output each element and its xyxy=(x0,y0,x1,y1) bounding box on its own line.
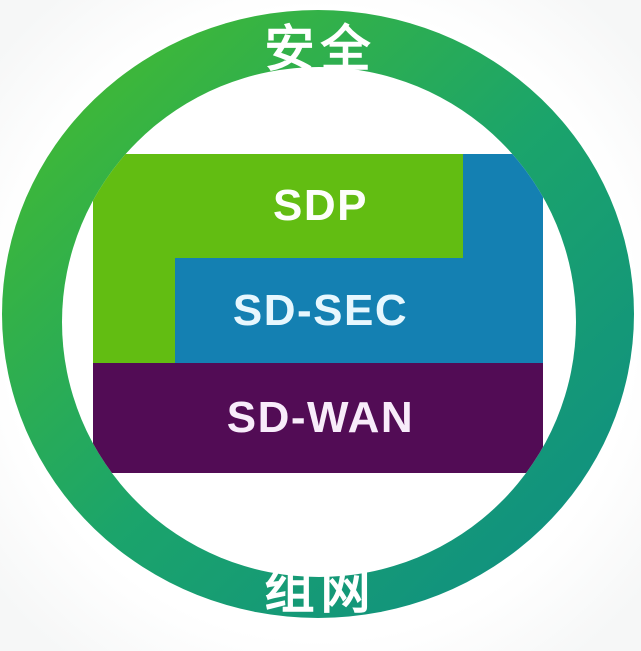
sdp-block-column xyxy=(93,258,175,364)
sd-sec-block xyxy=(175,258,543,364)
sdp-block xyxy=(93,154,463,258)
sd-wan-block xyxy=(93,363,543,473)
